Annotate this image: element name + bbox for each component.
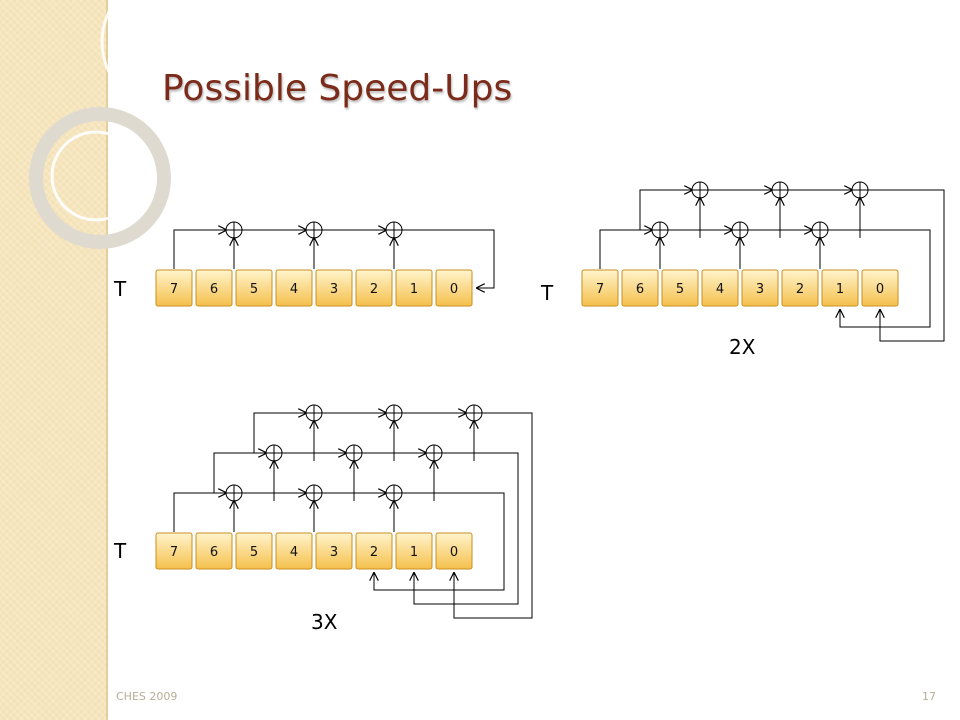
- register-cell: [661, 269, 699, 307]
- input-label: T: [113, 539, 127, 563]
- input-label: T: [113, 277, 127, 301]
- xor-gate: [385, 404, 403, 422]
- xor-gate: [385, 484, 403, 502]
- register-cell: [395, 269, 433, 307]
- xor-gate: [425, 444, 443, 462]
- register-cell-label: 5: [250, 282, 258, 297]
- output-wire: [414, 452, 519, 605]
- register-cell: [275, 532, 313, 570]
- register-cell-label: 3: [330, 545, 338, 560]
- register-cell: [315, 269, 353, 307]
- feedback-wire: [253, 413, 306, 453]
- xor-gate: [305, 221, 323, 239]
- feedback-wire: [599, 230, 652, 269]
- register-cell-label: 6: [636, 282, 644, 297]
- register-cell-label: 3: [756, 282, 764, 297]
- register-cell: [581, 269, 619, 307]
- register-cell-label: 6: [210, 282, 218, 297]
- xor-gate: [651, 221, 669, 239]
- register-cell-label: 3: [330, 282, 338, 297]
- register-cell-label: 0: [450, 545, 458, 560]
- output-wire: [828, 229, 931, 328]
- xor-gate: [465, 404, 483, 422]
- register-cell: [821, 269, 859, 307]
- speed-label: 2X: [729, 335, 756, 359]
- register-cell: [155, 532, 193, 570]
- register-cell: [741, 269, 779, 307]
- register-cell-label: 6: [210, 545, 218, 560]
- diagram-3x: 7 6 5 4 3 2 1 0 T 3X: [113, 404, 533, 634]
- register-cell: [435, 532, 473, 570]
- output-wire: [402, 229, 495, 288]
- diagram-1x: 7 6 5 4 3 2 1 0 T: [113, 221, 495, 307]
- register-cell: [861, 269, 899, 307]
- register-cell-label: 7: [170, 545, 178, 560]
- xor-gate: [731, 221, 749, 239]
- slide-title: Possible Speed-Ups: [162, 68, 513, 109]
- xor-gate: [345, 444, 363, 462]
- register-cell-label: 7: [596, 282, 604, 297]
- register-cell-label: 4: [290, 545, 298, 560]
- register-cell-label: 7: [170, 282, 178, 297]
- register-cell-label: 0: [876, 282, 884, 297]
- register-cell: [195, 532, 233, 570]
- register-cell: [155, 269, 193, 307]
- decorative-circles: [29, 0, 240, 249]
- register-cell: [435, 269, 473, 307]
- register-cell-label: 1: [410, 282, 418, 297]
- register-cell-label: 5: [250, 545, 258, 560]
- register-cell: [195, 269, 233, 307]
- xor-gate: [385, 221, 403, 239]
- output-wire: [374, 492, 505, 591]
- xor-gate: [305, 484, 323, 502]
- input-label: T: [540, 281, 554, 305]
- xor-gate: [265, 444, 283, 462]
- register-cell-label: 4: [716, 282, 724, 297]
- page-number: 17: [922, 690, 936, 703]
- sidebar-border: [106, 0, 108, 720]
- register-cell: [235, 269, 273, 307]
- output-wire: [868, 189, 945, 342]
- register-cell: [781, 269, 819, 307]
- register-cell-label: 1: [410, 545, 418, 560]
- output-wire: [454, 412, 533, 619]
- feedback-wire: [213, 453, 266, 493]
- xor-gate: [305, 404, 323, 422]
- feedback-wire: [173, 230, 226, 269]
- register-cell: [275, 269, 313, 307]
- register-cell-label: 0: [450, 282, 458, 297]
- register-cell-label: 1: [836, 282, 844, 297]
- register-cell: [235, 532, 273, 570]
- feedback-wire: [639, 190, 692, 230]
- register-cell: [701, 269, 739, 307]
- register-cell: [395, 532, 433, 570]
- speed-label: 3X: [311, 610, 338, 634]
- feedback-wire: [173, 493, 226, 532]
- register-cell-label: 5: [676, 282, 684, 297]
- xor-gate: [851, 181, 869, 199]
- register-cell: [355, 269, 393, 307]
- xor-gate: [771, 181, 789, 199]
- xor-gate: [225, 484, 243, 502]
- xor-gate: [811, 221, 829, 239]
- xor-gate: [691, 181, 709, 199]
- register-cell: [355, 532, 393, 570]
- register-cell: [621, 269, 659, 307]
- xor-gate: [225, 221, 243, 239]
- register-cell-label: 2: [370, 545, 378, 560]
- register-cell-label: 2: [796, 282, 804, 297]
- register-cell-label: 2: [370, 282, 378, 297]
- footer-conference: CHES 2009: [116, 690, 178, 703]
- diagram-2x: 7 6 5 4 3 2 1 0 T 2X: [540, 181, 945, 359]
- register-cell-label: 4: [290, 282, 298, 297]
- register-cell: [315, 532, 353, 570]
